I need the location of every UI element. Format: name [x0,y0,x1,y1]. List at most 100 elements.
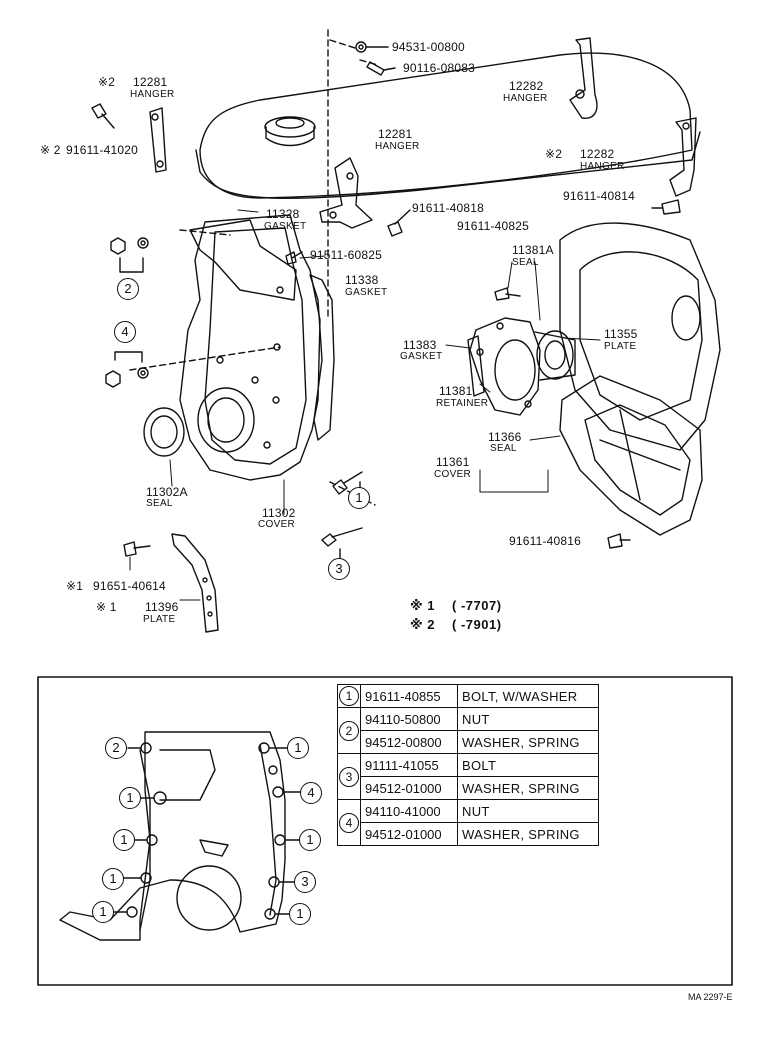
mark-bolt-91611-41020: ※ 2 [40,143,61,157]
label-11396: 11396 [145,600,179,614]
label-91611-40825: 91611-40825 [457,219,530,233]
inset-callout-1c: 1 [113,829,135,851]
table-row: 94512-01000 WASHER, SPRING [338,776,599,800]
label-11338: 11338 [345,273,379,287]
bolt-90116 [366,61,396,76]
timing-cover-11302 [179,214,321,481]
note-mark-2: ※ 2 [410,617,435,632]
gasket-11338 [309,274,335,441]
label-91651-40614: 91651-40614 [93,579,166,593]
note-mark-1: ※ 1 [410,598,435,613]
seal-11381A [534,330,576,381]
label-retainer: RETAINER [436,398,489,409]
label-cover-a: COVER [434,469,472,480]
label-seal-a: SEAL [512,257,539,268]
bolt-91611-40814 [651,199,681,215]
inset-cover-outline [59,731,303,941]
part-description: BOLT, W/WASHER [457,684,599,708]
inset-callout-1f: 1 [92,901,114,923]
callout-2: 2 [117,278,139,300]
label-hanger-b: HANGER [503,93,548,104]
bolt-91611-41020 [91,103,115,129]
part-description: BOLT [457,753,599,777]
ref-circle: 3 [339,766,359,787]
part-number: 94110-50800 [360,707,458,731]
table-row: 4 94110-41000 NUT [337,799,599,846]
fastener-parts-table: 1 91611-40855 BOLT, W/WASHER 2 94110-508… [337,684,599,846]
leader-lines [129,209,601,601]
part-number: 94110-41000 [360,799,458,823]
part-description: NUT [457,707,599,731]
ref-circle: 2 [339,720,359,741]
label-91511-60825: 91511-60825 [310,248,383,262]
label-gasket-c: GASKET [400,351,443,362]
label-11302: 11302 [262,506,296,520]
label-hanger-d: HANGER [580,161,625,172]
leader-dashed-b [129,39,379,506]
mark-hanger-12281-a: ※2 [98,75,116,89]
part-number: 94512-01000 [360,822,458,846]
cover-11361 [559,375,703,536]
callout-1: 1 [348,487,370,509]
table-row: 1 91611-40855 BOLT, W/WASHER [337,684,599,708]
label-12281-a: 12281 [133,75,168,89]
hanger-12282-right [669,117,697,197]
ref-circle: 1 [339,686,359,706]
table-row: 2 94110-50800 NUT [337,707,599,754]
inset-callout-1a: 1 [119,787,141,809]
part-number: 91611-40855 [360,684,458,708]
hanger-12281-mid [319,157,373,229]
inset-callout-3: 3 [294,871,316,893]
bolt-91611-40825 [494,287,521,301]
gasket-11328 [189,219,297,301]
inset-callout-2: 2 [105,737,127,759]
label-hanger-a: HANGER [130,89,175,100]
bolt-91611-40818 [387,209,411,237]
inset-callout-1g: 1 [289,903,311,925]
part-number: 94512-01000 [360,776,458,800]
rear-plate-11355 [559,222,721,451]
inset-callout-4: 4 [300,782,322,804]
bolt-91611-40816 [607,533,631,549]
label-plate-b: PLATE [143,614,176,625]
label-90116-08083: 90116-08083 [403,61,476,75]
label-11366: 11366 [488,430,522,444]
part-description: WASHER, SPRING [457,822,599,846]
label-91611-40818: 91611-40818 [412,201,485,215]
note-range-1: ( -7707) [452,598,502,613]
label-11381A: 11381A [512,243,554,257]
part-number: 91111-41055 [360,753,458,777]
part-description: NUT [457,799,599,823]
label-plate-a: PLATE [604,341,637,352]
seal-11302A [143,407,185,457]
label-11381: 11381 [439,384,473,398]
label-12281-b: 12281 [378,127,413,141]
nut-washer-2 [110,237,149,273]
hanger-12282-top [569,37,598,119]
figure-code: MA 2297-E [688,992,733,1002]
part-number: 94512-00800 [360,730,458,754]
mark-plate-11396: ※ 1 [96,600,117,614]
label-91611-40816: 91611-40816 [509,534,582,548]
label-91611-40814: 91611-40814 [563,189,636,203]
part-description: WASHER, SPRING [457,730,599,754]
label-hanger-c: HANGER [375,141,420,152]
bolt-91651-40614 [123,541,151,557]
inset-callout-1e: 1 [102,868,124,890]
label-11302A: 11302A [146,485,188,499]
callout-4: 4 [114,321,136,343]
label-12282-a: 12282 [509,79,544,93]
label-gasket-b: GASKET [345,287,388,298]
label-12282-b: 12282 [580,147,615,161]
label-11361: 11361 [436,455,470,469]
callout-3: 3 [328,558,350,580]
label-11328: 11328 [266,207,300,221]
gasket-11383 [467,335,485,397]
label-91611-41020: 91611-41020 [66,143,139,157]
bolt-3 [321,527,363,561]
label-11355: 11355 [604,327,638,341]
label-cover-b: COVER [258,519,296,530]
label-gasket-a: GASKET [264,221,307,232]
label-94531-00800: 94531-00800 [392,40,465,54]
